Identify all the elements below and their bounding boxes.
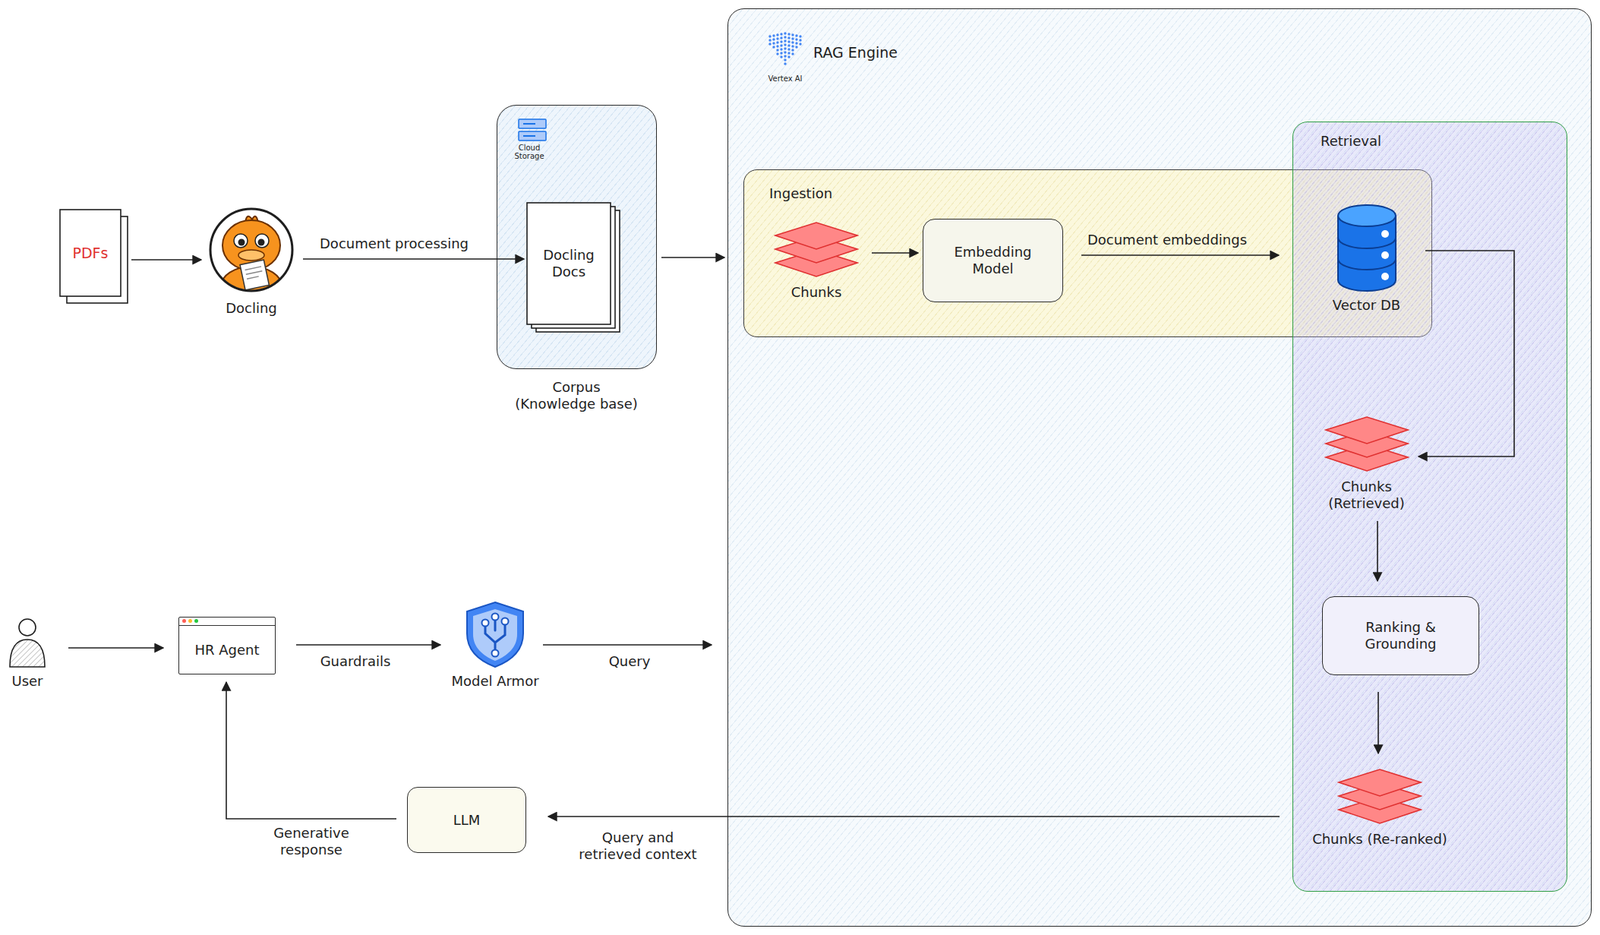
ranking-grounding-box: Ranking & Grounding	[1322, 596, 1480, 676]
model-armor-shield: Model Armor	[452, 599, 538, 692]
user-figure-icon	[7, 616, 48, 669]
window-dot	[194, 618, 199, 623]
edge-label: Document embeddings	[1087, 231, 1247, 249]
arrow-connector	[1081, 254, 1279, 256]
node-text: User	[11, 672, 43, 690]
chunk-layers-icon	[1324, 416, 1410, 473]
node-text: Corpus (Knowledge base)	[512, 378, 641, 413]
arrow-connector	[68, 646, 164, 649]
node-text: LLM	[453, 811, 481, 829]
node-text: Model Armor	[451, 672, 539, 690]
arrow-connector	[871, 252, 919, 254]
window-dot	[182, 618, 187, 623]
vector-db-cylinder: Vector DB	[1326, 203, 1407, 314]
edge-label: Generative response	[269, 824, 354, 859]
chunk-layers-icon	[1337, 768, 1423, 825]
arrow-connector	[296, 643, 441, 646]
docling-docs-stack: Docling Docs	[526, 201, 622, 333]
window-title-bar	[179, 617, 275, 626]
database-cylinder-icon	[1331, 203, 1402, 293]
arrow-connector	[302, 258, 524, 260]
node-text: Embedding Model	[943, 243, 1043, 278]
node-text: Docling	[225, 299, 278, 317]
arrow-connector	[1377, 691, 1380, 754]
user-figure: User	[3, 616, 51, 693]
edge-label: Query and retrieved context	[572, 829, 704, 863]
edge-label: Document processing	[319, 235, 469, 253]
node-text: Chunks (Re-ranked)	[1312, 830, 1448, 848]
chunks-stack: Chunks	[768, 221, 865, 307]
chunk-layers-icon	[773, 221, 859, 278]
shield-icon	[463, 599, 527, 669]
embedding-model-box: Embedding Model	[922, 218, 1064, 303]
edge-label: Query	[609, 653, 651, 670]
hr-agent-window: HR Agent	[178, 616, 276, 675]
node-text: RAG Engine	[813, 44, 898, 61]
cloud-storage-icon	[517, 117, 548, 143]
node-text: Ingestion	[769, 185, 833, 202]
node-text: Vector DB	[1332, 296, 1401, 314]
vertex-ai-logo	[766, 28, 805, 71]
node-text: Docling Docs	[527, 202, 611, 325]
arrow-connector	[226, 681, 397, 819]
edge-label: Guardrails	[320, 653, 392, 670]
node-text: Ranking & Grounding	[1344, 618, 1458, 653]
window-dot	[188, 618, 193, 623]
chunks-stack: Chunks (Retrieved)	[1319, 416, 1414, 514]
retrieval-band: RetrievalVector DB Chunks (Retrieved) Rank…	[1292, 121, 1568, 892]
pdf-document-stack: PDFs	[59, 208, 130, 304]
node-text: Vertex AI	[758, 74, 812, 84]
arrow-connector	[548, 815, 1280, 818]
node-text: Retrieval	[1320, 132, 1382, 150]
rag-engine-container: Vertex AI RAG EngineIngestionChunks Embedd…	[727, 8, 1592, 927]
docling-duck-icon	[208, 207, 294, 293]
node-text: Cloud Storage	[504, 143, 554, 161]
arrow-connector	[661, 256, 725, 259]
arrow-connector	[131, 258, 202, 261]
node-text: HR Agent	[194, 641, 259, 659]
arrow-connector	[1376, 520, 1379, 581]
arrow-connector	[1418, 250, 1515, 457]
docling-logo-node: Docling	[208, 207, 294, 322]
node-text: PDFs	[59, 209, 121, 297]
chunks-stack: Chunks (Re-ranked)	[1307, 768, 1452, 848]
node-text: Chunks (Retrieved)	[1319, 478, 1414, 512]
node-text: Chunks	[791, 284, 843, 301]
llm-box: LLM	[407, 786, 527, 853]
corpus-storage-box: Cloud StorageCorpus (Knowledge base)Docl…	[496, 104, 657, 370]
arrow-connector	[542, 643, 712, 646]
